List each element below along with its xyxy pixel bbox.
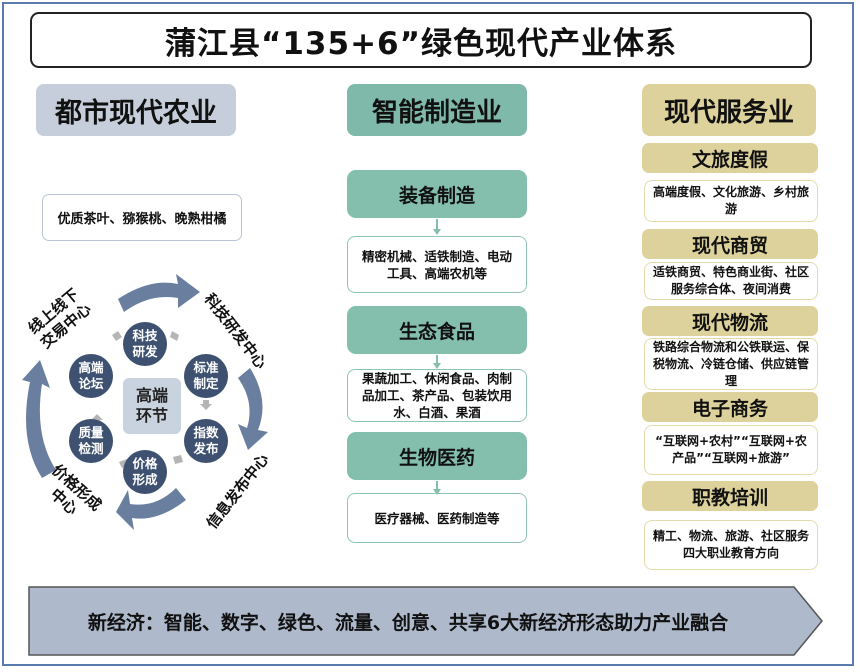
manufacturing-heading: 智能制造业 <box>347 84 527 136</box>
sector-commerce-desc: 适铁商贸、特色商业街、社区服务综合体、夜间消费 <box>644 262 818 300</box>
node-forum: 高端 论坛 <box>69 354 113 398</box>
sector-vocational-desc: 精工、物流、旅游、社区服务四大职业教育方向 <box>644 520 818 570</box>
sector-logistics-desc: 铁路综合物流和公铁联运、保税物流、冷链仓储、供应链管理 <box>644 338 818 390</box>
sector-logistics: 现代物流 <box>642 306 818 336</box>
connector <box>436 355 440 363</box>
sector-tourism: 文旅度假 <box>642 143 818 173</box>
connector <box>436 481 440 489</box>
node-rnd: 科技 研发 <box>123 322 167 366</box>
connector <box>436 219 440 229</box>
agriculture-heading: 都市现代农业 <box>36 84 236 136</box>
sector-commerce: 现代商贸 <box>642 229 818 259</box>
sector-equipment-desc: 精密机械、适铁制造、电动工具、高端农机等 <box>347 236 527 293</box>
new-economy-banner: 新经济：智能、数字、绿色、流量、创意、共享6大新经济形态助力产业融合 <box>87 611 729 634</box>
page-title: 蒲江县“135+6”绿色现代产业体系 <box>30 12 812 68</box>
sector-biomed: 生物医药 <box>347 432 527 480</box>
node-price: 价格 形成 <box>123 450 167 494</box>
sector-ecommerce: 电子商务 <box>642 392 818 422</box>
node-index: 指数 发布 <box>184 419 228 463</box>
cycle-center: 高端 环节 <box>123 378 181 434</box>
agriculture-products: 优质茶叶、猕猴桃、晚熟柑橘 <box>42 194 242 241</box>
banner-arrow-shape <box>28 586 823 656</box>
arrow-down-icon <box>433 363 441 369</box>
sector-equipment: 装备制造 <box>347 170 527 218</box>
node-quality: 质量 检测 <box>69 419 113 463</box>
sector-food-desc: 果蔬加工、休闲食品、肉制品加工、茶产品、包装饮用水、白酒、果酒 <box>347 369 527 422</box>
sector-biomed-desc: 医疗器械、医药制造等 <box>347 493 527 543</box>
sector-food: 生态食品 <box>347 306 527 354</box>
sector-vocational: 职教培训 <box>642 481 818 511</box>
services-heading: 现代服务业 <box>642 84 816 136</box>
node-standard: 标准 制定 <box>184 354 228 398</box>
sector-tourism-desc: 高端度假、文化旅游、乡村旅游 <box>644 180 818 222</box>
arrow-down-icon <box>433 489 441 495</box>
sector-ecommerce-desc: “互联网+农村”“互联网+农产品”“互联网+旅游” <box>644 425 818 475</box>
arrow-down-icon <box>433 229 441 235</box>
